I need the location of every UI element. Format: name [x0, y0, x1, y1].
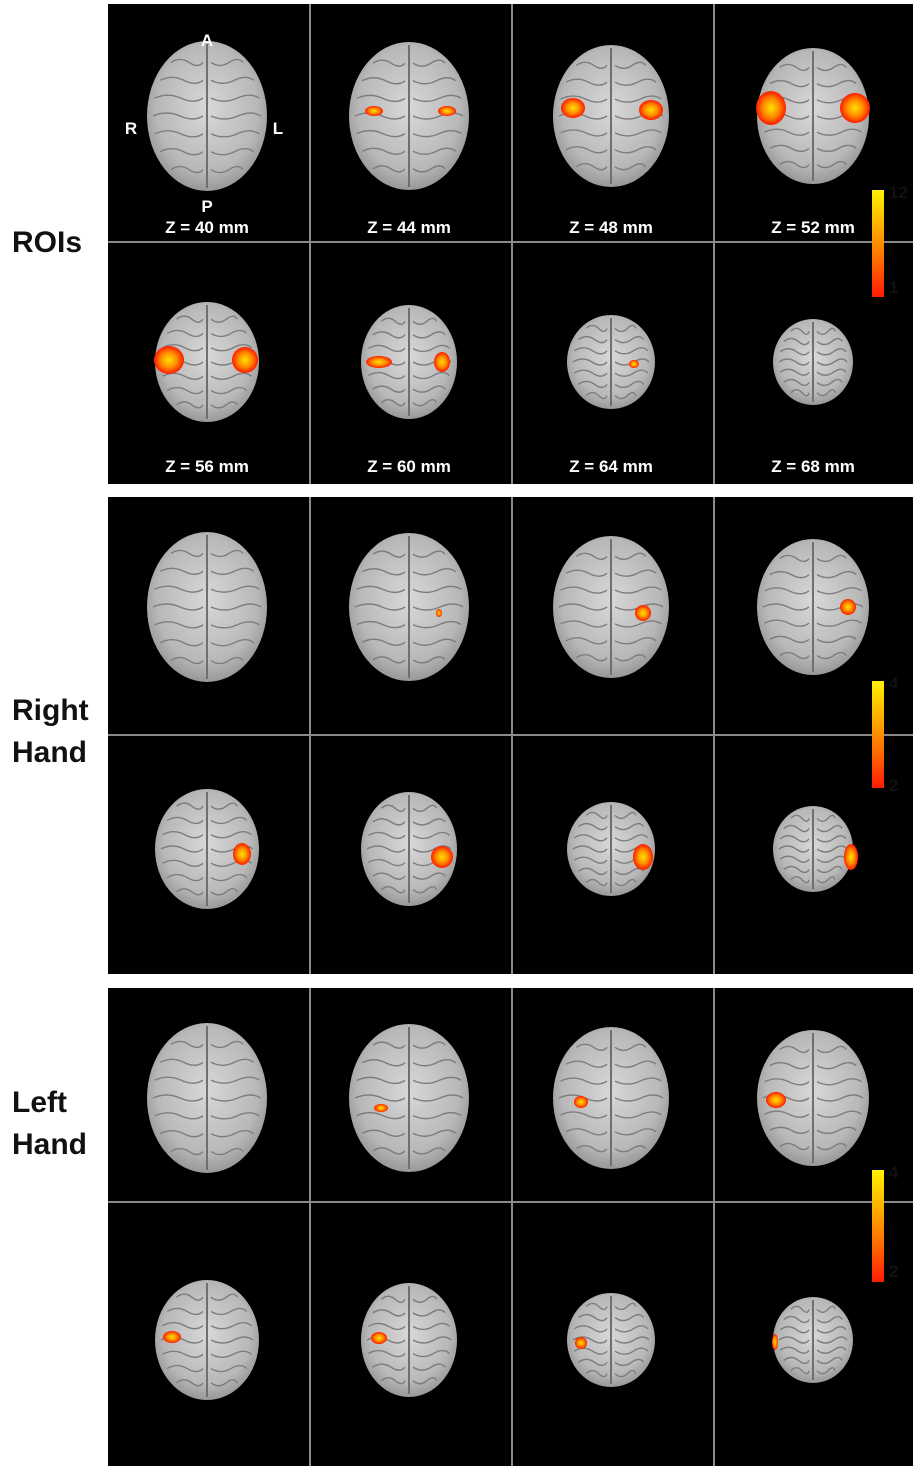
- brain-slice: [757, 1030, 869, 1166]
- brain-slice: [553, 45, 669, 187]
- panel-left-hand: [108, 988, 913, 1466]
- colorbar-min-label: 2: [889, 776, 899, 795]
- brain-slice: [361, 1283, 457, 1397]
- activation-blob: [772, 1334, 778, 1350]
- brain-slice: [155, 789, 259, 909]
- activation-blob: [434, 352, 450, 372]
- slices-grid-rois: Z = 40 mm Z = 44 mm Z = 48 mm Z = 52 mm Z = …: [108, 4, 913, 484]
- orientation-posterior-label: P: [201, 197, 212, 216]
- activation-blob: [163, 1331, 181, 1343]
- activation-blob: [233, 843, 251, 865]
- row-label-line: Left: [12, 1086, 67, 1119]
- brain-slice: [757, 48, 869, 184]
- brain-slice: [147, 41, 267, 191]
- row-label-line: Hand: [12, 1128, 87, 1161]
- activation-blob: [371, 1332, 387, 1344]
- row-label-right-hand: Right Hand: [12, 690, 89, 774]
- brain-slice: [757, 539, 869, 675]
- orientation-left-label: L: [273, 119, 283, 138]
- brain-slice: [349, 1024, 469, 1172]
- colorbar-gradient: [872, 681, 884, 788]
- slice-z-label: Z = 56 mm: [165, 457, 249, 476]
- panel-rois: Z = 40 mm Z = 44 mm Z = 48 mm Z = 52 mm Z = …: [108, 4, 913, 484]
- row-label-line: Right: [12, 694, 89, 727]
- row-label-left-hand: Left Hand: [12, 1082, 87, 1166]
- brain-slice: [567, 1293, 655, 1387]
- colorbar-min-label: 1: [889, 278, 899, 297]
- brain-slice: [147, 1023, 267, 1173]
- slices-grid-right-hand: [108, 497, 913, 974]
- row-label-line: Hand: [12, 736, 87, 769]
- brain-slice: [147, 532, 267, 682]
- row-label-rois: ROIs: [12, 222, 82, 264]
- activation-blob: [365, 106, 383, 116]
- activation-blob: [431, 846, 453, 868]
- activation-blob: [639, 100, 663, 120]
- activation-blob: [635, 605, 651, 621]
- panel-right-hand: [108, 497, 913, 974]
- colorbar-max-label: 12: [889, 183, 908, 202]
- brain-slice: [155, 302, 259, 422]
- brain-slice: [773, 806, 853, 892]
- activation-blob: [844, 844, 858, 870]
- brain-slice: [567, 802, 655, 896]
- slice-z-label: Z = 60 mm: [367, 457, 451, 476]
- activation-blob: [438, 106, 456, 116]
- brain-slice: [349, 42, 469, 190]
- activation-blob: [756, 91, 786, 125]
- brain-slice: [773, 319, 853, 405]
- brain-slice: [349, 533, 469, 681]
- activation-blob: [629, 360, 639, 368]
- brain-slice: [773, 1297, 853, 1383]
- activation-blob: [575, 1337, 587, 1349]
- brain-slice: [553, 536, 669, 678]
- activation-blob: [436, 609, 442, 617]
- activation-blob: [574, 1096, 588, 1108]
- activation-blob: [840, 93, 870, 123]
- activation-blob: [154, 346, 184, 374]
- activation-blob: [366, 356, 392, 368]
- brain-slice: [553, 1027, 669, 1169]
- activation-blob: [766, 1092, 786, 1108]
- activation-blob: [374, 1104, 388, 1112]
- colorbar-gradient: [872, 1170, 884, 1282]
- colorbar-max-label: 4: [889, 674, 899, 693]
- slice-z-label: Z = 64 mm: [569, 457, 653, 476]
- slice-z-label: Z = 68 mm: [771, 457, 855, 476]
- slice-z-label: Z = 48 mm: [569, 218, 653, 237]
- slices-grid-left-hand: [108, 988, 913, 1466]
- colorbar-max-label: 4: [889, 1163, 899, 1182]
- brain-slice: [567, 315, 655, 409]
- slice-z-label: Z = 52 mm: [771, 218, 855, 237]
- slice-z-label: Z = 44 mm: [367, 218, 451, 237]
- slice-z-label: Z = 40 mm: [165, 218, 249, 237]
- colorbar-min-label: 2: [889, 1262, 899, 1281]
- row-label-line: ROIs: [12, 226, 83, 259]
- activation-blob: [840, 599, 856, 615]
- activation-blob: [633, 844, 653, 870]
- orientation-right-label: R: [125, 119, 137, 138]
- brain-slice: [361, 792, 457, 906]
- colorbar-gradient: [872, 190, 884, 297]
- orientation-anterior-label: A: [201, 31, 213, 50]
- brain-slice: [155, 1280, 259, 1400]
- activation-blob: [561, 98, 585, 118]
- activation-blob: [232, 347, 258, 373]
